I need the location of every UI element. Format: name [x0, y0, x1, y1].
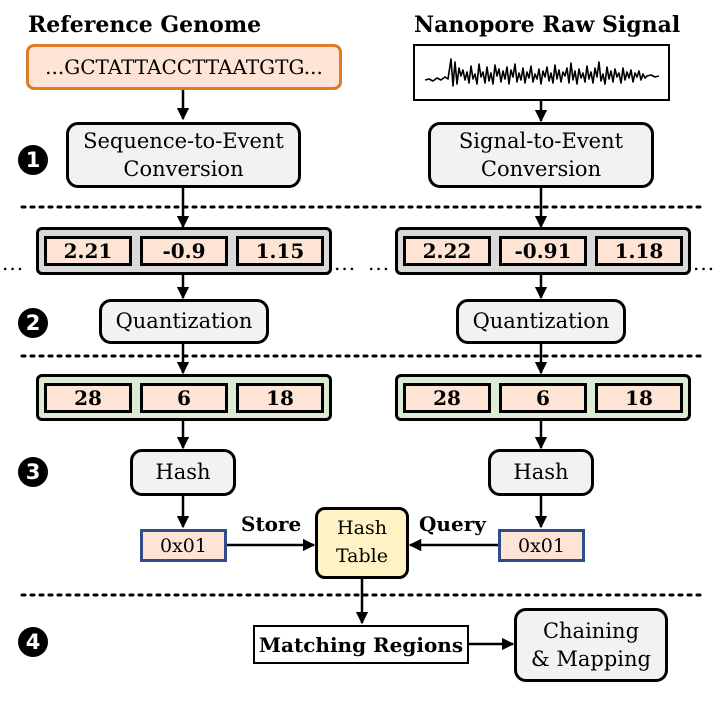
sequence-to-event-box: Sequence-to-Event Conversion [66, 122, 301, 188]
quantization-box-reference: Quantization [99, 299, 269, 344]
signal-waveform [424, 58, 660, 87]
step-4-marker: 4 [18, 627, 48, 657]
sig-quantized-value: 28 [403, 382, 491, 413]
store-label: Store [241, 512, 302, 536]
reference-quantized-tray: 28 6 18 [36, 374, 332, 421]
quantization-label: Quantization [472, 309, 610, 334]
signal-quantized-tray: 28 6 18 [395, 374, 691, 421]
hash-box-reference: Hash [130, 449, 236, 496]
chaining-mapping-label: Chaining & Mapping [531, 618, 651, 671]
arrows [176, 89, 548, 651]
ref-events-ellipsis-right: ... [334, 251, 357, 275]
raw-signal-plot [413, 44, 670, 101]
ref-quantized-value: 6 [140, 382, 228, 413]
step-3-marker: 3 [18, 457, 48, 487]
sequence-to-event-label: Sequence-to-Event Conversion [83, 128, 284, 181]
hash-value-signal: 0x01 [498, 529, 585, 562]
hash-value-reference-text: 0x01 [160, 534, 207, 557]
sig-event-value: -0.91 [499, 236, 587, 266]
sig-events-ellipsis-right: ... [693, 251, 716, 275]
ref-events-ellipsis-left: ... [2, 251, 25, 275]
hash-label: Hash [155, 460, 211, 485]
quantization-box-signal: Quantization [456, 299, 626, 344]
step-2-marker: 2 [18, 308, 48, 338]
hash-table-box: Hash Table [315, 507, 409, 579]
nanopore-signal-title: Nanopore Raw Signal [414, 12, 681, 38]
sig-events-ellipsis-left: ... [368, 251, 391, 275]
reference-sequence-box: ...GCTATTACCTTAATGTG... [26, 44, 342, 90]
hash-table-label: Hash Table [335, 517, 388, 567]
reference-sequence-text: ...GCTATTACCTTAATGTG... [45, 55, 323, 79]
ref-quantized-value: 18 [236, 382, 324, 413]
hash-label: Hash [513, 460, 569, 485]
reference-event-tray: 2.21 -0.9 1.15 [36, 227, 332, 275]
chaining-mapping-box: Chaining & Mapping [514, 608, 668, 682]
sig-event-value: 1.18 [595, 236, 683, 266]
sig-event-value: 2.22 [403, 236, 491, 266]
hash-value-signal-text: 0x01 [518, 534, 565, 557]
sig-quantized-value: 6 [499, 382, 587, 413]
matching-regions-label: Matching Regions [258, 632, 464, 657]
query-label: Query [419, 512, 486, 536]
step-1-marker: 1 [18, 145, 48, 175]
quantization-label: Quantization [115, 309, 253, 334]
signal-event-tray: 2.22 -0.91 1.18 [395, 227, 691, 275]
signal-to-event-box: Signal-to-Event Conversion [428, 122, 654, 188]
hash-value-reference: 0x01 [140, 529, 227, 562]
ref-quantized-value: 28 [44, 382, 132, 413]
hash-box-signal: Hash [488, 449, 594, 496]
reference-genome-title: Reference Genome [28, 12, 262, 38]
ref-event-value: 2.21 [44, 236, 132, 266]
ref-event-value: 1.15 [236, 236, 324, 266]
sig-quantized-value: 18 [595, 382, 683, 413]
matching-regions-box: Matching Regions [253, 625, 469, 664]
signal-to-event-label: Signal-to-Event Conversion [458, 128, 624, 181]
ref-event-value: -0.9 [140, 236, 228, 266]
